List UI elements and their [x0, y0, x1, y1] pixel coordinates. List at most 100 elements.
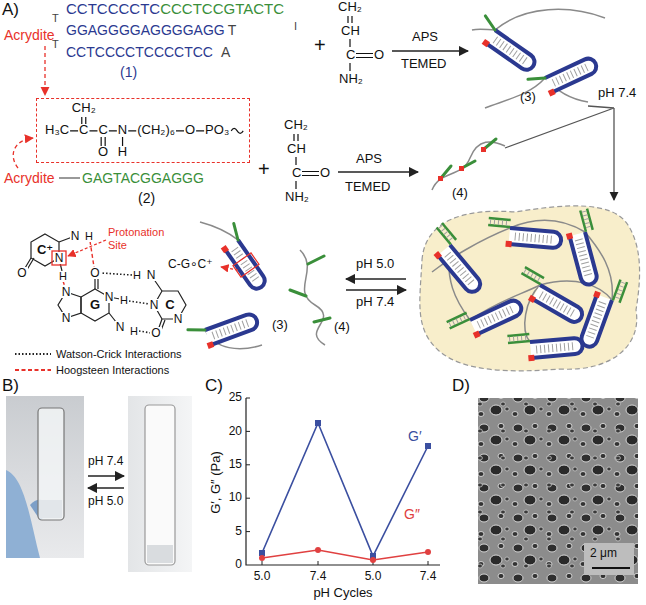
- chart: [246, 398, 440, 565]
- acrydite-label: Acrydite: [4, 27, 55, 43]
- atom-label: (CH₂)₆: [137, 123, 175, 138]
- photo-gel: [6, 470, 40, 558]
- polymer-3-open: [200, 222, 238, 240]
- plus-sign: +: [314, 34, 326, 57]
- ph-label: pH 7.4: [88, 455, 123, 469]
- hydrogel: [561, 209, 606, 287]
- base-triplet: [22, 234, 186, 333]
- callout-number: (4): [452, 186, 468, 201]
- merge-lines: [613, 108, 614, 200]
- hydrogen-bonds: [101, 273, 151, 333]
- atom-label: H: [84, 231, 94, 242]
- hydrogel: [486, 218, 562, 251]
- atom-label: N: [70, 230, 81, 242]
- loop-base: A: [221, 44, 230, 60]
- acrydite-arrows: [13, 46, 45, 168]
- atom-label: CH₂: [284, 118, 308, 133]
- axis-tick: 0: [235, 558, 242, 572]
- atom-label: N: [61, 312, 72, 324]
- scale-label: 2 μm: [590, 547, 617, 561]
- photo-solution: [128, 396, 192, 572]
- atom-label: O: [89, 267, 100, 279]
- panel-letter: C): [205, 376, 223, 396]
- sequence-text: GGAGGGGAGGGGAGG: [66, 22, 225, 38]
- reagent-label: TEMED: [401, 57, 447, 72]
- linker: [59, 177, 80, 179]
- panel-letter: A): [2, 0, 19, 20]
- merge-lines: [505, 106, 614, 148]
- atom-label: N: [115, 321, 126, 333]
- sem-image: [592, 567, 630, 569]
- sequence-text: GAGTACGGAGGG: [82, 170, 204, 186]
- acrydite-label: Acrydite: [4, 170, 55, 186]
- atom-label: H₃C: [45, 123, 69, 138]
- atom-label: C: [346, 48, 355, 63]
- hairpin: [528, 51, 600, 102]
- photo-solution: [128, 396, 192, 572]
- loop-base: T: [228, 22, 237, 38]
- sequence-text: CCTCCCCTC: [66, 0, 160, 17]
- reagent-label: APS: [412, 30, 438, 45]
- atom-label: N: [61, 286, 72, 298]
- atom-label: N: [173, 313, 184, 325]
- legend-row: Watson-Crick Interactions: [14, 344, 182, 362]
- chart: [262, 423, 428, 556]
- triplex-label: C-G∘C⁺: [168, 258, 213, 272]
- hydrogel: [421, 223, 489, 297]
- hydrogen-bonds: [63, 241, 151, 333]
- switch-arrows: [346, 289, 406, 291]
- chart: [315, 547, 321, 553]
- ph-label: pH 7.4: [598, 86, 636, 101]
- polymer-4-open: [300, 250, 325, 345]
- hairpin: [188, 307, 260, 354]
- protonation-note: Protonation Site: [108, 226, 174, 251]
- callout-number: (3): [272, 318, 288, 333]
- atom-label: C: [292, 166, 301, 181]
- axis-tick: 10: [229, 491, 242, 505]
- hairpin: [213, 223, 272, 293]
- chart: [259, 420, 431, 559]
- protonation-arrow: [68, 240, 106, 256]
- legend-row: Hoogsteen Interactions: [14, 360, 169, 378]
- reagent-label: APS: [356, 152, 382, 167]
- reagent-label: TEMED: [345, 180, 391, 195]
- atom-label: O: [150, 327, 161, 339]
- axis-tick: 15: [229, 458, 242, 472]
- atom-label: C: [79, 123, 88, 138]
- reaction-arrows: [338, 171, 418, 173]
- series-label: G″: [404, 506, 420, 522]
- strand-mark: I: [294, 20, 297, 33]
- axis-tick: 5: [235, 525, 242, 539]
- atom-label: O: [320, 166, 330, 181]
- axis-tick: 7.4: [310, 570, 327, 584]
- reaction-arrows: [338, 51, 468, 172]
- sem-image: [584, 543, 634, 575]
- photo-gel: [6, 396, 84, 558]
- chart: [315, 420, 321, 426]
- chart: [425, 549, 431, 555]
- ph-label: pH 5.0: [356, 257, 394, 272]
- chart: [370, 557, 376, 563]
- triplex-box: [233, 253, 259, 277]
- atom-label: O: [374, 48, 384, 63]
- sem-image: [478, 398, 638, 584]
- chart: [246, 398, 428, 565]
- plus-sign: +: [258, 158, 270, 181]
- bond-line: [70, 117, 204, 146]
- hydrogel: [420, 206, 640, 371]
- photo-gel: [38, 408, 64, 520]
- atom-label: O: [98, 145, 108, 160]
- ph-label: pH 7.4: [356, 295, 394, 310]
- switch-arrows: [88, 476, 124, 488]
- photo-gel: [6, 396, 84, 558]
- photo-solution: [147, 545, 173, 563]
- atom-label: CH: [341, 24, 360, 39]
- callout-number: (4): [334, 320, 350, 335]
- legend-text: Hoogsteen Interactions: [56, 364, 169, 376]
- sem-image: [478, 398, 638, 584]
- triplex-arrow: [221, 267, 238, 270]
- polymer-4: [481, 147, 486, 152]
- callout-number: (3): [520, 90, 536, 105]
- atom-label: NH₂: [339, 72, 363, 87]
